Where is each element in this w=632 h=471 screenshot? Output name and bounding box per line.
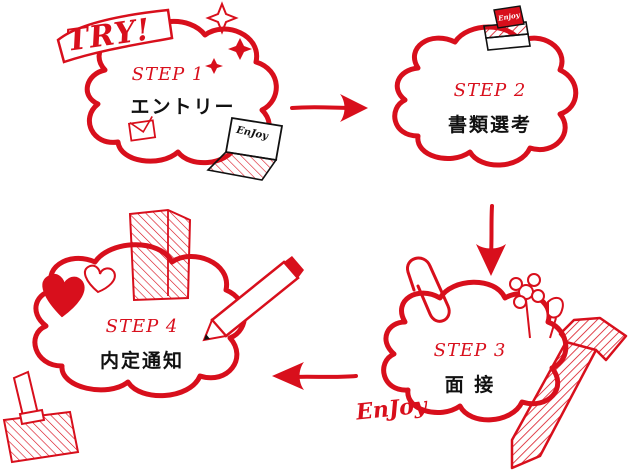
step4-cloud xyxy=(32,242,247,398)
arrow-step3-to-step4 xyxy=(272,362,358,390)
pencil-icon xyxy=(202,256,304,342)
hearts-icon xyxy=(42,264,116,318)
step4-label: STEP 4 xyxy=(105,316,179,337)
step3-label: STEP 3 xyxy=(433,340,507,361)
building-icon xyxy=(128,208,192,302)
step3-title: 面 接 xyxy=(444,374,496,396)
arrow-step1-to-step2 xyxy=(290,94,368,122)
books-icon xyxy=(483,5,531,51)
laptop-icon xyxy=(206,116,284,181)
step2-cloud xyxy=(392,24,579,168)
step4-title: 内定通知 xyxy=(99,350,184,372)
paperclip-icon xyxy=(406,256,451,323)
step1-title: エントリー xyxy=(130,96,236,118)
stamp-icon xyxy=(2,370,80,464)
step1-label: STEP 1 xyxy=(131,64,205,85)
step2-label: STEP 2 xyxy=(453,80,527,101)
envelope-icon xyxy=(127,116,157,142)
step2-title: 書類選考 xyxy=(447,114,532,136)
necktie-icon xyxy=(510,316,628,470)
try-badge xyxy=(56,8,174,64)
flower-icon xyxy=(509,273,564,339)
sparkle-icon xyxy=(205,1,252,74)
arrow-step2-to-step3 xyxy=(476,204,506,276)
